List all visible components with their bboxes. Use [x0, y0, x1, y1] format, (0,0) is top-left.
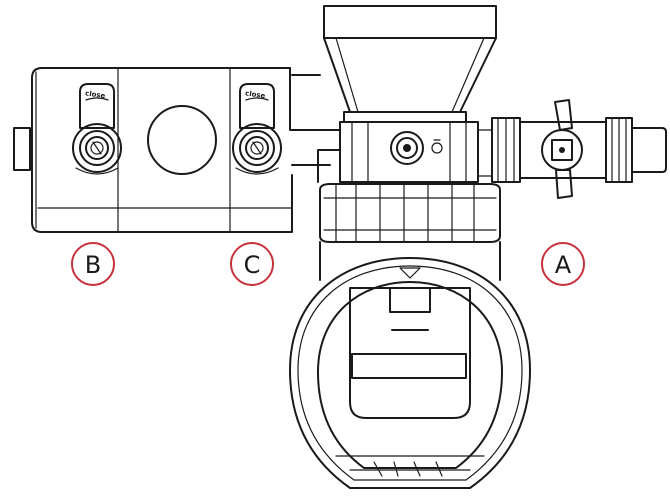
- callout-c-ring: [230, 242, 274, 286]
- callout-b-ring: [71, 242, 115, 286]
- callout-c: C: [230, 242, 274, 286]
- callout-c-label: C: [244, 251, 261, 279]
- locking-ring: [319, 183, 501, 243]
- valve-c: close: [232, 83, 282, 175]
- inlet-ball-valve: [491, 99, 667, 199]
- valve-c-label: close: [245, 89, 266, 100]
- filter-head: [317, 121, 493, 183]
- callout-a-ring: [541, 242, 585, 286]
- bypass-block: [13, 67, 341, 233]
- funnel: [323, 5, 497, 123]
- callout-a: A: [541, 242, 585, 286]
- filter-bowl: [289, 241, 531, 489]
- valve-b-label: close: [85, 89, 106, 100]
- callout-b: B: [71, 242, 115, 286]
- callout-b-label: B: [85, 251, 101, 279]
- bypass-window: [147, 105, 217, 175]
- callout-a-label: A: [555, 251, 572, 279]
- valve-b: close: [72, 83, 122, 175]
